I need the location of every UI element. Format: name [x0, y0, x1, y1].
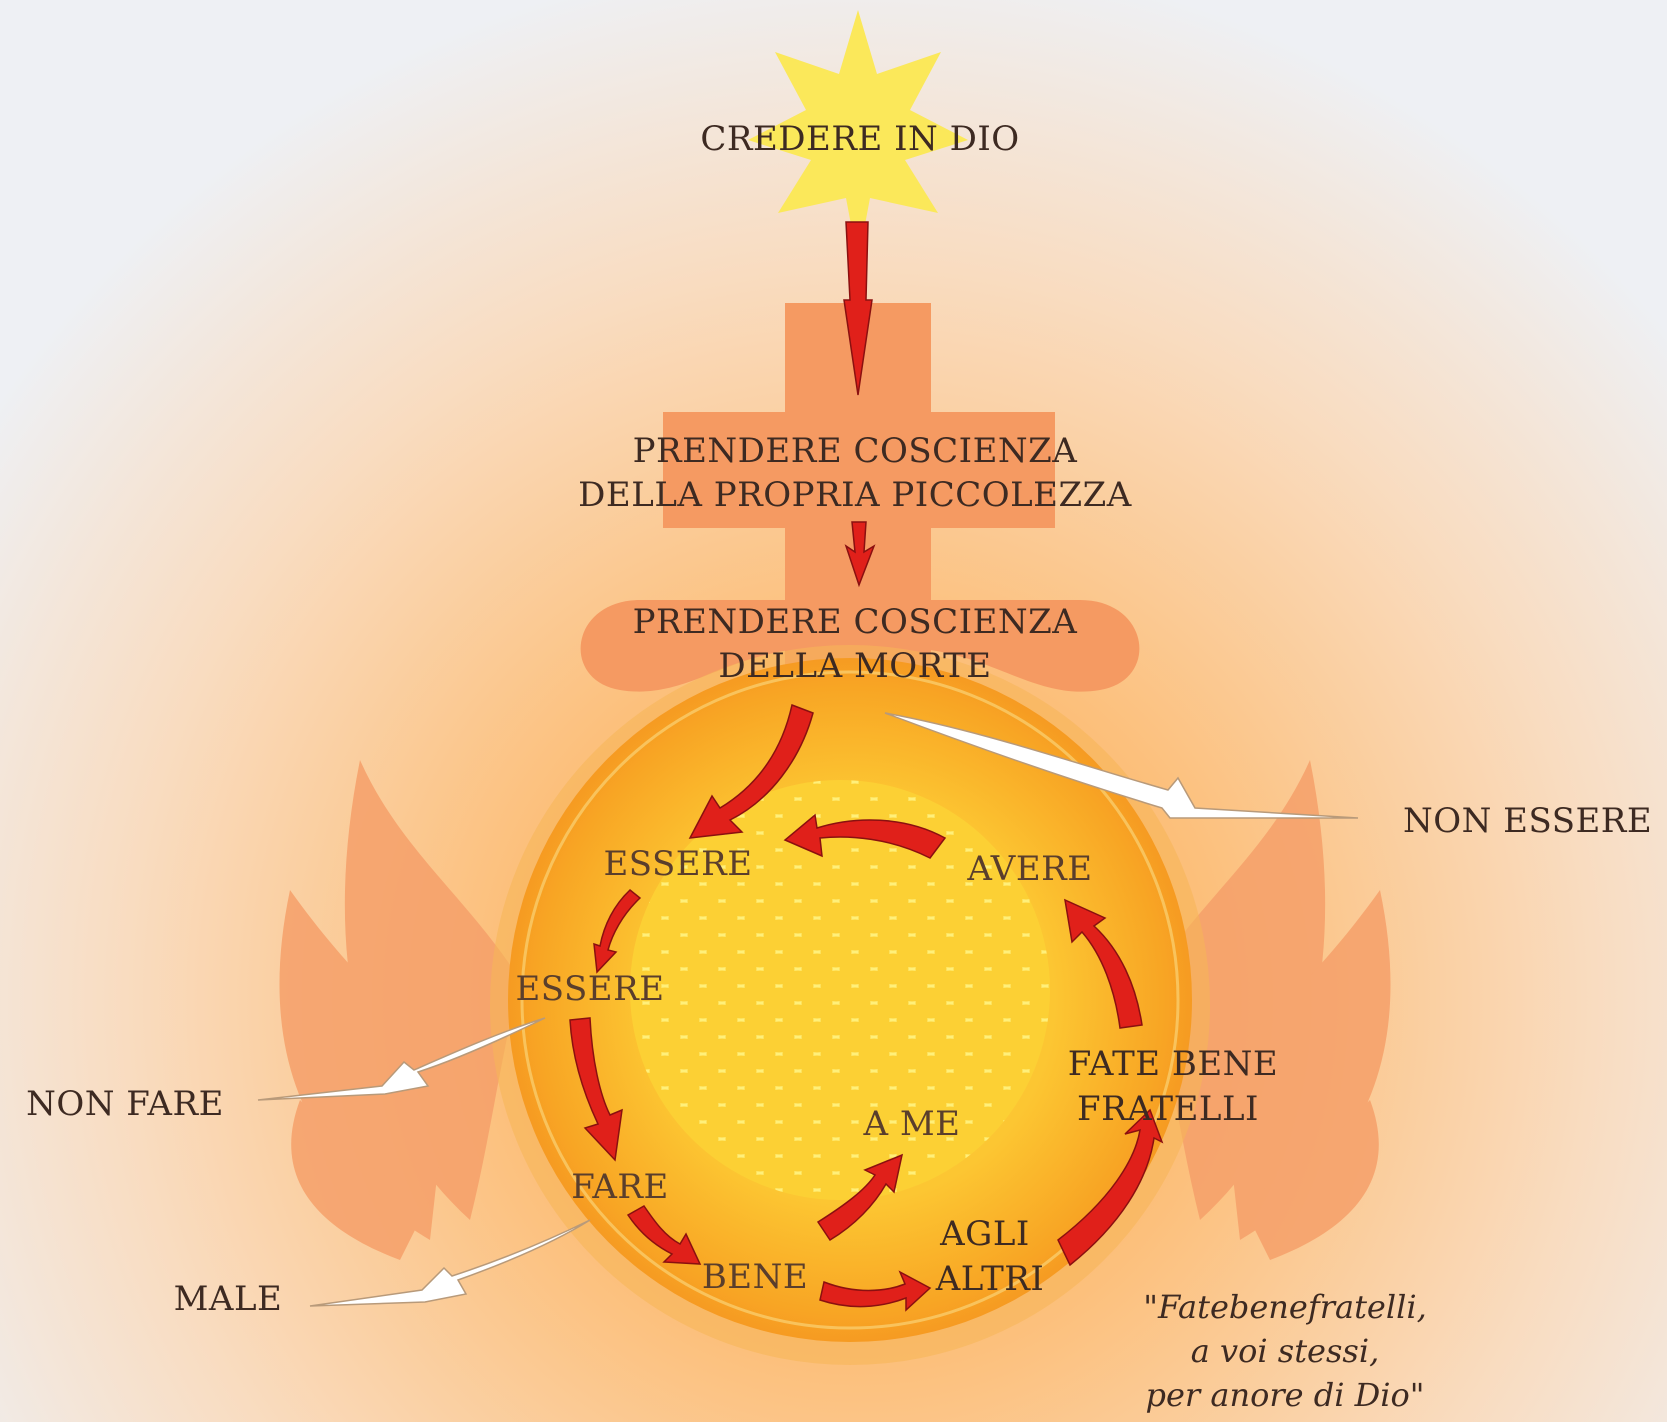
label-avere: AVERE: [966, 849, 1092, 889]
label-prendere-1-line1: PRENDERE COSCIENZA: [633, 431, 1078, 471]
label-non-fare: NON FARE: [26, 1084, 224, 1124]
label-male: MALE: [174, 1279, 283, 1319]
label-agli: AGLI: [939, 1214, 1030, 1254]
label-prendere-2-line2: DELLA MORTE: [718, 646, 991, 686]
label-bene: BENE: [702, 1257, 808, 1297]
quote-line3: per anore di Dio": [1145, 1376, 1424, 1414]
label-fate-bene-line2: FRATELLI: [1077, 1089, 1259, 1129]
label-fate-bene-line1: FATE BENE: [1068, 1044, 1279, 1084]
label-altri: ALTRI: [935, 1259, 1045, 1299]
quote-line1: "Fatebenefratelli,: [1143, 1288, 1426, 1326]
label-prendere-2-line1: PRENDERE COSCIENZA: [633, 602, 1078, 642]
label-a-me: A ME: [863, 1104, 961, 1144]
label-fare: FARE: [571, 1167, 669, 1207]
label-prendere-1-line2: DELLA PROPRIA PICCOLEZZA: [578, 475, 1132, 515]
label-essere-mid: ESSERE: [515, 969, 664, 1009]
label-credere-in-dio: CREDERE IN DIO: [700, 119, 1019, 159]
label-non-essere: NON ESSERE: [1403, 801, 1652, 841]
quote-line2: a voi stessi,: [1191, 1332, 1379, 1370]
label-essere-top: ESSERE: [603, 844, 752, 884]
